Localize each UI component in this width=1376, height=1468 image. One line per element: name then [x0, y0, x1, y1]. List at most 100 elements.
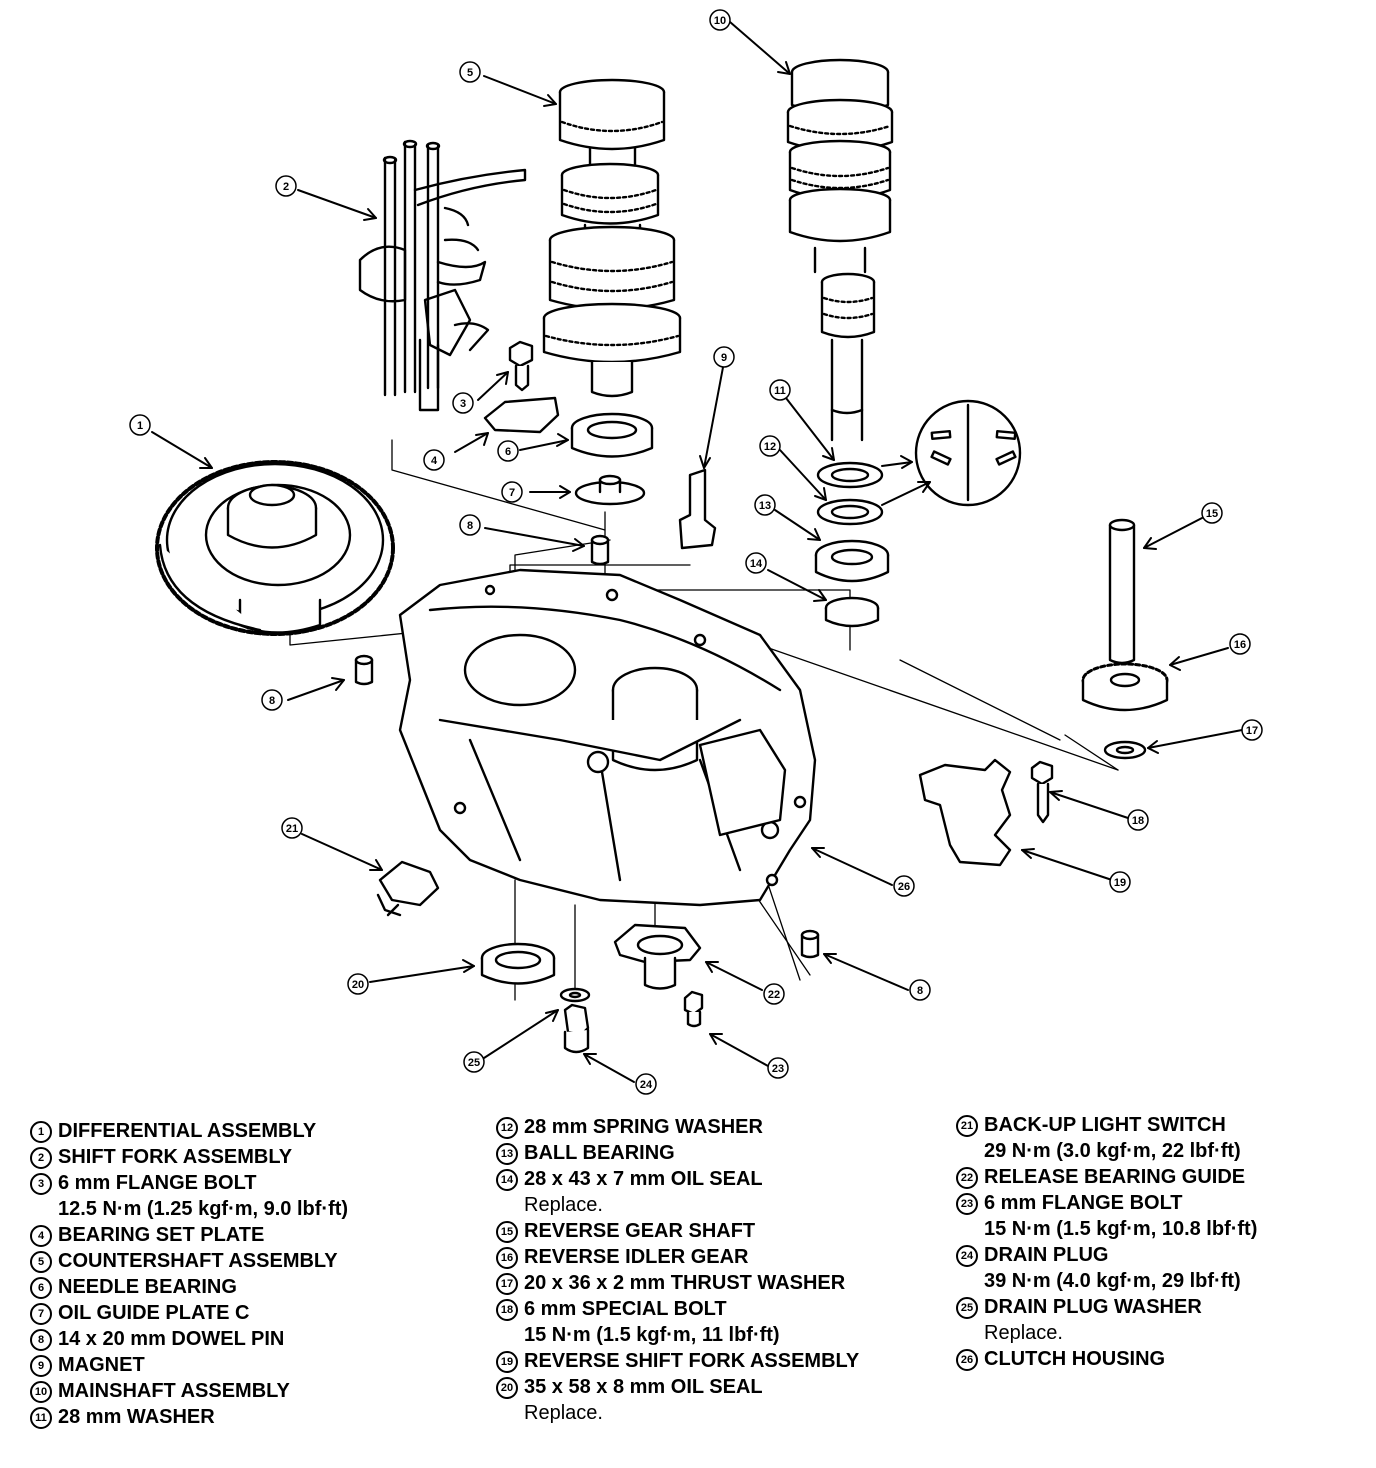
callout-5: 5 [459, 61, 481, 83]
svg-text:8: 8 [467, 520, 473, 532]
svg-text:20: 20 [352, 979, 364, 991]
svg-text:1: 1 [137, 420, 143, 432]
callout-26: 26 [893, 875, 915, 897]
leader-arrows [151, 21, 1243, 1083]
callout-11: 11 [769, 379, 791, 401]
svg-text:22: 22 [768, 989, 780, 1001]
ball-bearing [814, 539, 890, 583]
oil-seal-35x58 [480, 942, 556, 985]
svg-text:9: 9 [721, 352, 727, 364]
callout-12: 12 [759, 435, 781, 457]
flange-bolt-3 [508, 340, 534, 392]
spring-washer-28mm [816, 498, 884, 526]
callout-9: 9 [713, 346, 735, 368]
drain-plug [563, 1003, 590, 1054]
callout-20: 20 [347, 973, 369, 995]
bearing-set-plate [483, 396, 560, 434]
callout-22: 22 [763, 983, 785, 1005]
callout-16: 16 [1229, 633, 1251, 655]
flange-bolt-23 [683, 990, 704, 1028]
callout-13: 13 [754, 494, 776, 516]
callout-23: 23 [767, 1057, 789, 1079]
svg-text:25: 25 [468, 1057, 480, 1069]
callout-6: 6 [497, 440, 519, 462]
callout-8c: 8 [909, 979, 931, 1001]
callout-4: 4 [423, 449, 445, 471]
callout-18: 18 [1127, 809, 1149, 831]
svg-text:13: 13 [759, 500, 771, 512]
callout-19: 19 [1109, 871, 1131, 893]
washer-orientation-detail [914, 399, 1022, 507]
svg-text:8: 8 [917, 985, 923, 997]
svg-text:8: 8 [269, 695, 275, 707]
reverse-shift-fork-assembly [918, 758, 1012, 867]
countershaft-assembly [542, 78, 682, 398]
svg-text:23: 23 [772, 1063, 784, 1075]
callout-21: 21 [281, 817, 303, 839]
release-bearing-guide [613, 923, 702, 990]
oil-guide-plate [574, 474, 646, 506]
exploded-parts-diagram: 1 2 3 4 5 6 7 8 8 8 9 10 11 12 13 14 15 … [129, 9, 1263, 1095]
magnet [678, 468, 717, 550]
svg-text:10: 10 [714, 15, 726, 27]
reverse-idler-gear [1081, 662, 1169, 712]
svg-text:16: 16 [1234, 639, 1246, 651]
svg-text:4: 4 [431, 455, 438, 467]
oil-seal-28x43 [824, 596, 880, 628]
svg-text:3: 3 [460, 398, 466, 410]
svg-text:24: 24 [640, 1079, 653, 1091]
differential-assembly [155, 460, 395, 636]
back-up-light-switch [376, 860, 440, 917]
svg-text:14: 14 [750, 558, 763, 570]
callout-8b: 8 [261, 689, 283, 711]
washer-28mm [816, 461, 884, 489]
svg-text:5: 5 [467, 67, 473, 79]
callout-2: 2 [275, 175, 297, 197]
callout-3: 3 [452, 392, 474, 414]
callout-8a: 8 [459, 514, 481, 536]
callout-15: 15 [1201, 502, 1223, 524]
svg-text:7: 7 [509, 487, 515, 499]
callout-7: 7 [501, 481, 523, 503]
callout-1: 1 [129, 414, 151, 436]
svg-text:6: 6 [505, 446, 511, 458]
callout-10: 10 [709, 9, 731, 31]
svg-text:19: 19 [1114, 877, 1126, 889]
svg-text:17: 17 [1246, 725, 1258, 737]
svg-text:11: 11 [774, 385, 786, 397]
svg-text:12: 12 [764, 441, 776, 453]
clutch-housing [398, 568, 817, 907]
svg-text:15: 15 [1206, 508, 1218, 520]
svg-text:18: 18 [1132, 815, 1144, 827]
drain-plug-washer [559, 987, 591, 1003]
svg-text:2: 2 [283, 181, 289, 193]
mainshaft-assembly [786, 58, 894, 442]
needle-bearing [570, 412, 654, 458]
callout-25: 25 [463, 1051, 485, 1073]
callout-14: 14 [745, 552, 767, 574]
shift-fork-assembly [358, 139, 527, 412]
